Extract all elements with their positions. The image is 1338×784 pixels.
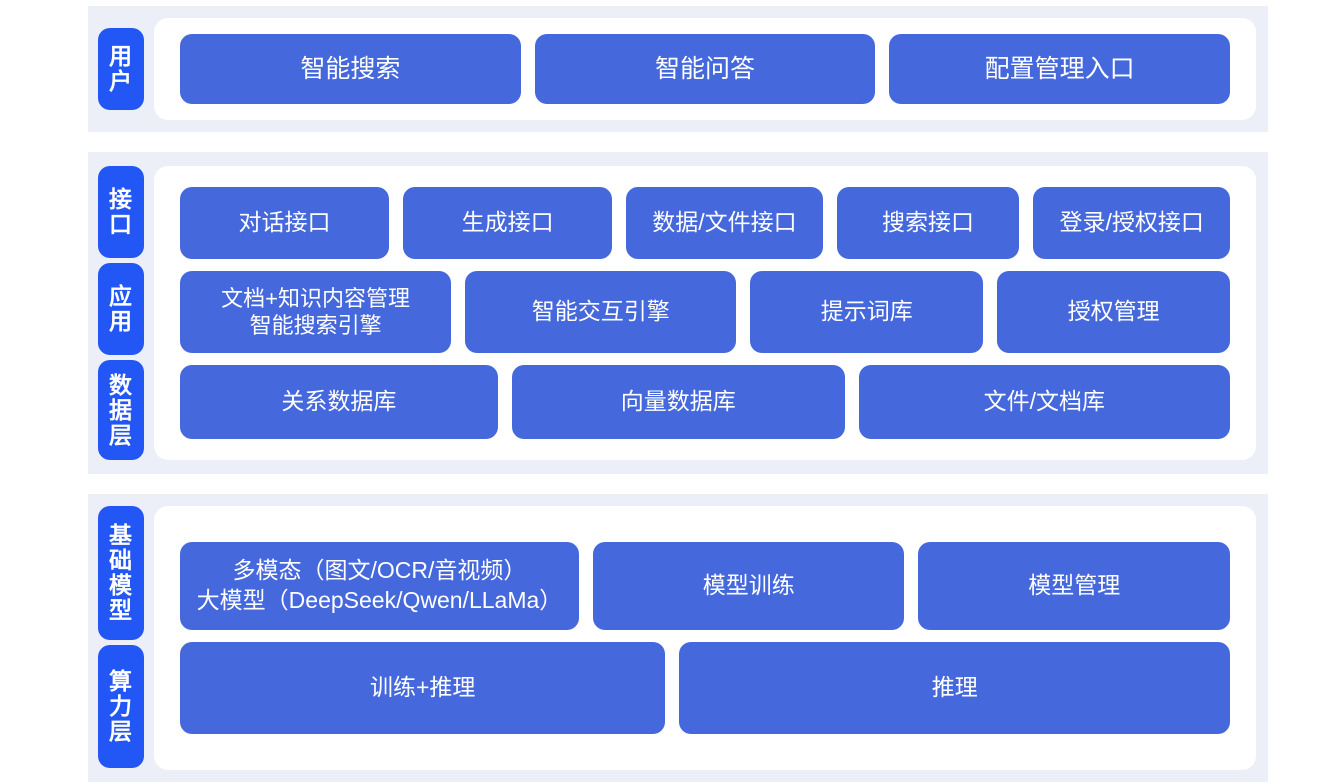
box-vector-database[interactable]: 向量数据库: [511, 365, 845, 439]
row-application: 文档+知识内容管理 智能搜索引擎 智能交互引擎 提示词库 授权管理: [154, 271, 1256, 353]
layer-chip-application[interactable]: 应用: [98, 263, 144, 356]
box-config-management-entry[interactable]: 配置管理入口: [889, 34, 1231, 104]
box-dialog-interface[interactable]: 对话接口: [180, 187, 390, 259]
box-file-document-store[interactable]: 文件/文档库: [858, 365, 1230, 439]
box-generation-interface[interactable]: 生成接口: [403, 187, 613, 259]
box-prompt-library[interactable]: 提示词库: [750, 271, 984, 353]
layer-chip-compute[interactable]: 算力层: [98, 645, 144, 768]
layer-chip-interface[interactable]: 接口: [98, 166, 144, 259]
box-smart-search[interactable]: 智能搜索: [180, 34, 521, 104]
row-interface: 对话接口 生成接口 数据/文件接口 搜索接口 登录/授权接口: [154, 187, 1256, 259]
box-relational-database[interactable]: 关系数据库: [180, 365, 498, 439]
row-user-entries: 智能搜索 智能问答 配置管理入口: [154, 34, 1256, 104]
card-middle: 对话接口 生成接口 数据/文件接口 搜索接口 登录/授权接口 文档+知识内容管理…: [154, 166, 1256, 460]
section-user: 用户 智能搜索 智能问答 配置管理入口: [88, 6, 1268, 132]
box-multimodal-large-model[interactable]: 多模态（图文/OCR/音视频） 大模型（DeepSeek/Qwen/LLaMa）: [180, 542, 579, 630]
section-middle: 接口 应用 数据层 对话接口 生成接口 数据/文件接口 搜索接口 登录/授权接口…: [88, 152, 1268, 474]
row-compute: 训练+推理 推理: [154, 642, 1256, 734]
layer-chip-data[interactable]: 数据层: [98, 360, 144, 460]
box-smart-qa[interactable]: 智能问答: [534, 34, 876, 104]
layer-chip-foundation-model[interactable]: 基础模型: [98, 506, 144, 640]
box-login-auth-interface[interactable]: 登录/授权接口: [1033, 187, 1231, 259]
row-model: 多模态（图文/OCR/音视频） 大模型（DeepSeek/Qwen/LLaMa）…: [154, 542, 1256, 630]
box-model-management[interactable]: 模型管理: [918, 542, 1230, 630]
section-base: 基础模型 算力层 多模态（图文/OCR/音视频） 大模型（DeepSeek/Qw…: [88, 494, 1268, 782]
box-model-training[interactable]: 模型训练: [592, 542, 905, 630]
layer-rail-user: 用户: [88, 6, 154, 132]
box-data-file-interface[interactable]: 数据/文件接口: [626, 187, 823, 259]
box-document-knowledge-management[interactable]: 文档+知识内容管理 智能搜索引擎: [180, 271, 452, 353]
row-data: 关系数据库 向量数据库 文件/文档库: [154, 365, 1256, 439]
layer-rail-base: 基础模型 算力层: [88, 494, 154, 782]
box-inference[interactable]: 推理: [679, 642, 1230, 734]
box-smart-interaction-engine[interactable]: 智能交互引擎: [465, 271, 737, 353]
card-base: 多模态（图文/OCR/音视频） 大模型（DeepSeek/Qwen/LLaMa）…: [154, 506, 1256, 770]
box-training-plus-inference[interactable]: 训练+推理: [180, 642, 666, 734]
box-search-interface[interactable]: 搜索接口: [836, 187, 1020, 259]
layer-chip-user[interactable]: 用户: [98, 28, 144, 110]
box-authorization-management[interactable]: 授权管理: [997, 271, 1230, 353]
card-user: 智能搜索 智能问答 配置管理入口: [154, 18, 1256, 120]
layer-rail-middle: 接口 应用 数据层: [88, 152, 154, 474]
